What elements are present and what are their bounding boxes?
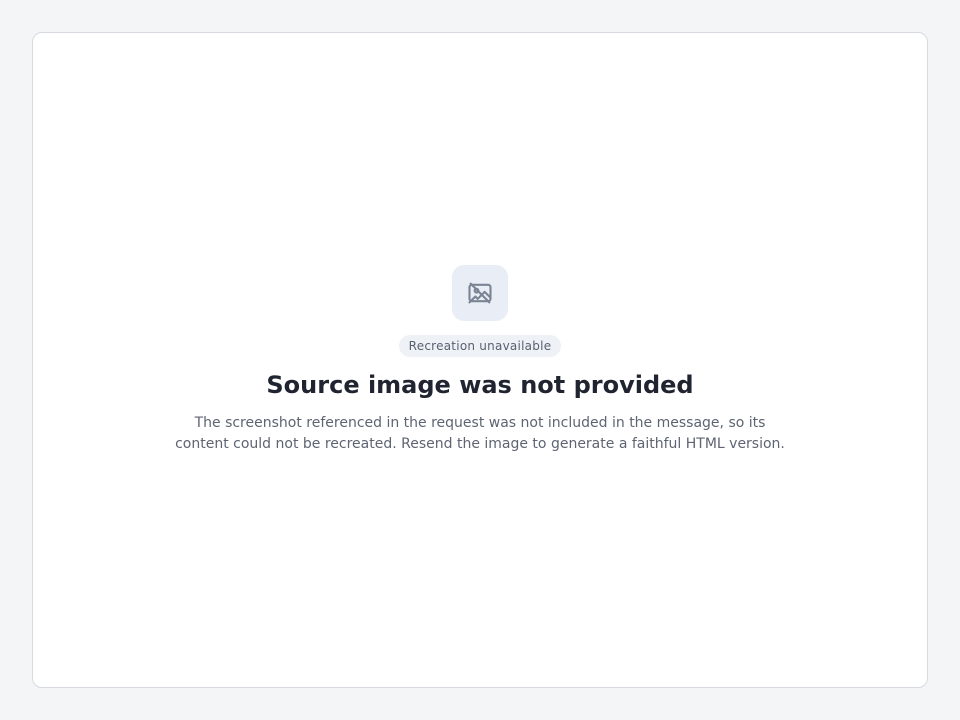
image-missing-icon bbox=[452, 265, 508, 321]
page-subtitle: The screenshot referenced in the request… bbox=[175, 415, 785, 452]
placeholder-panel: Recreation unavailable Source image was … bbox=[32, 32, 928, 688]
page-title: Source image was not provided bbox=[266, 371, 694, 399]
status-badge: Recreation unavailable bbox=[398, 335, 562, 357]
